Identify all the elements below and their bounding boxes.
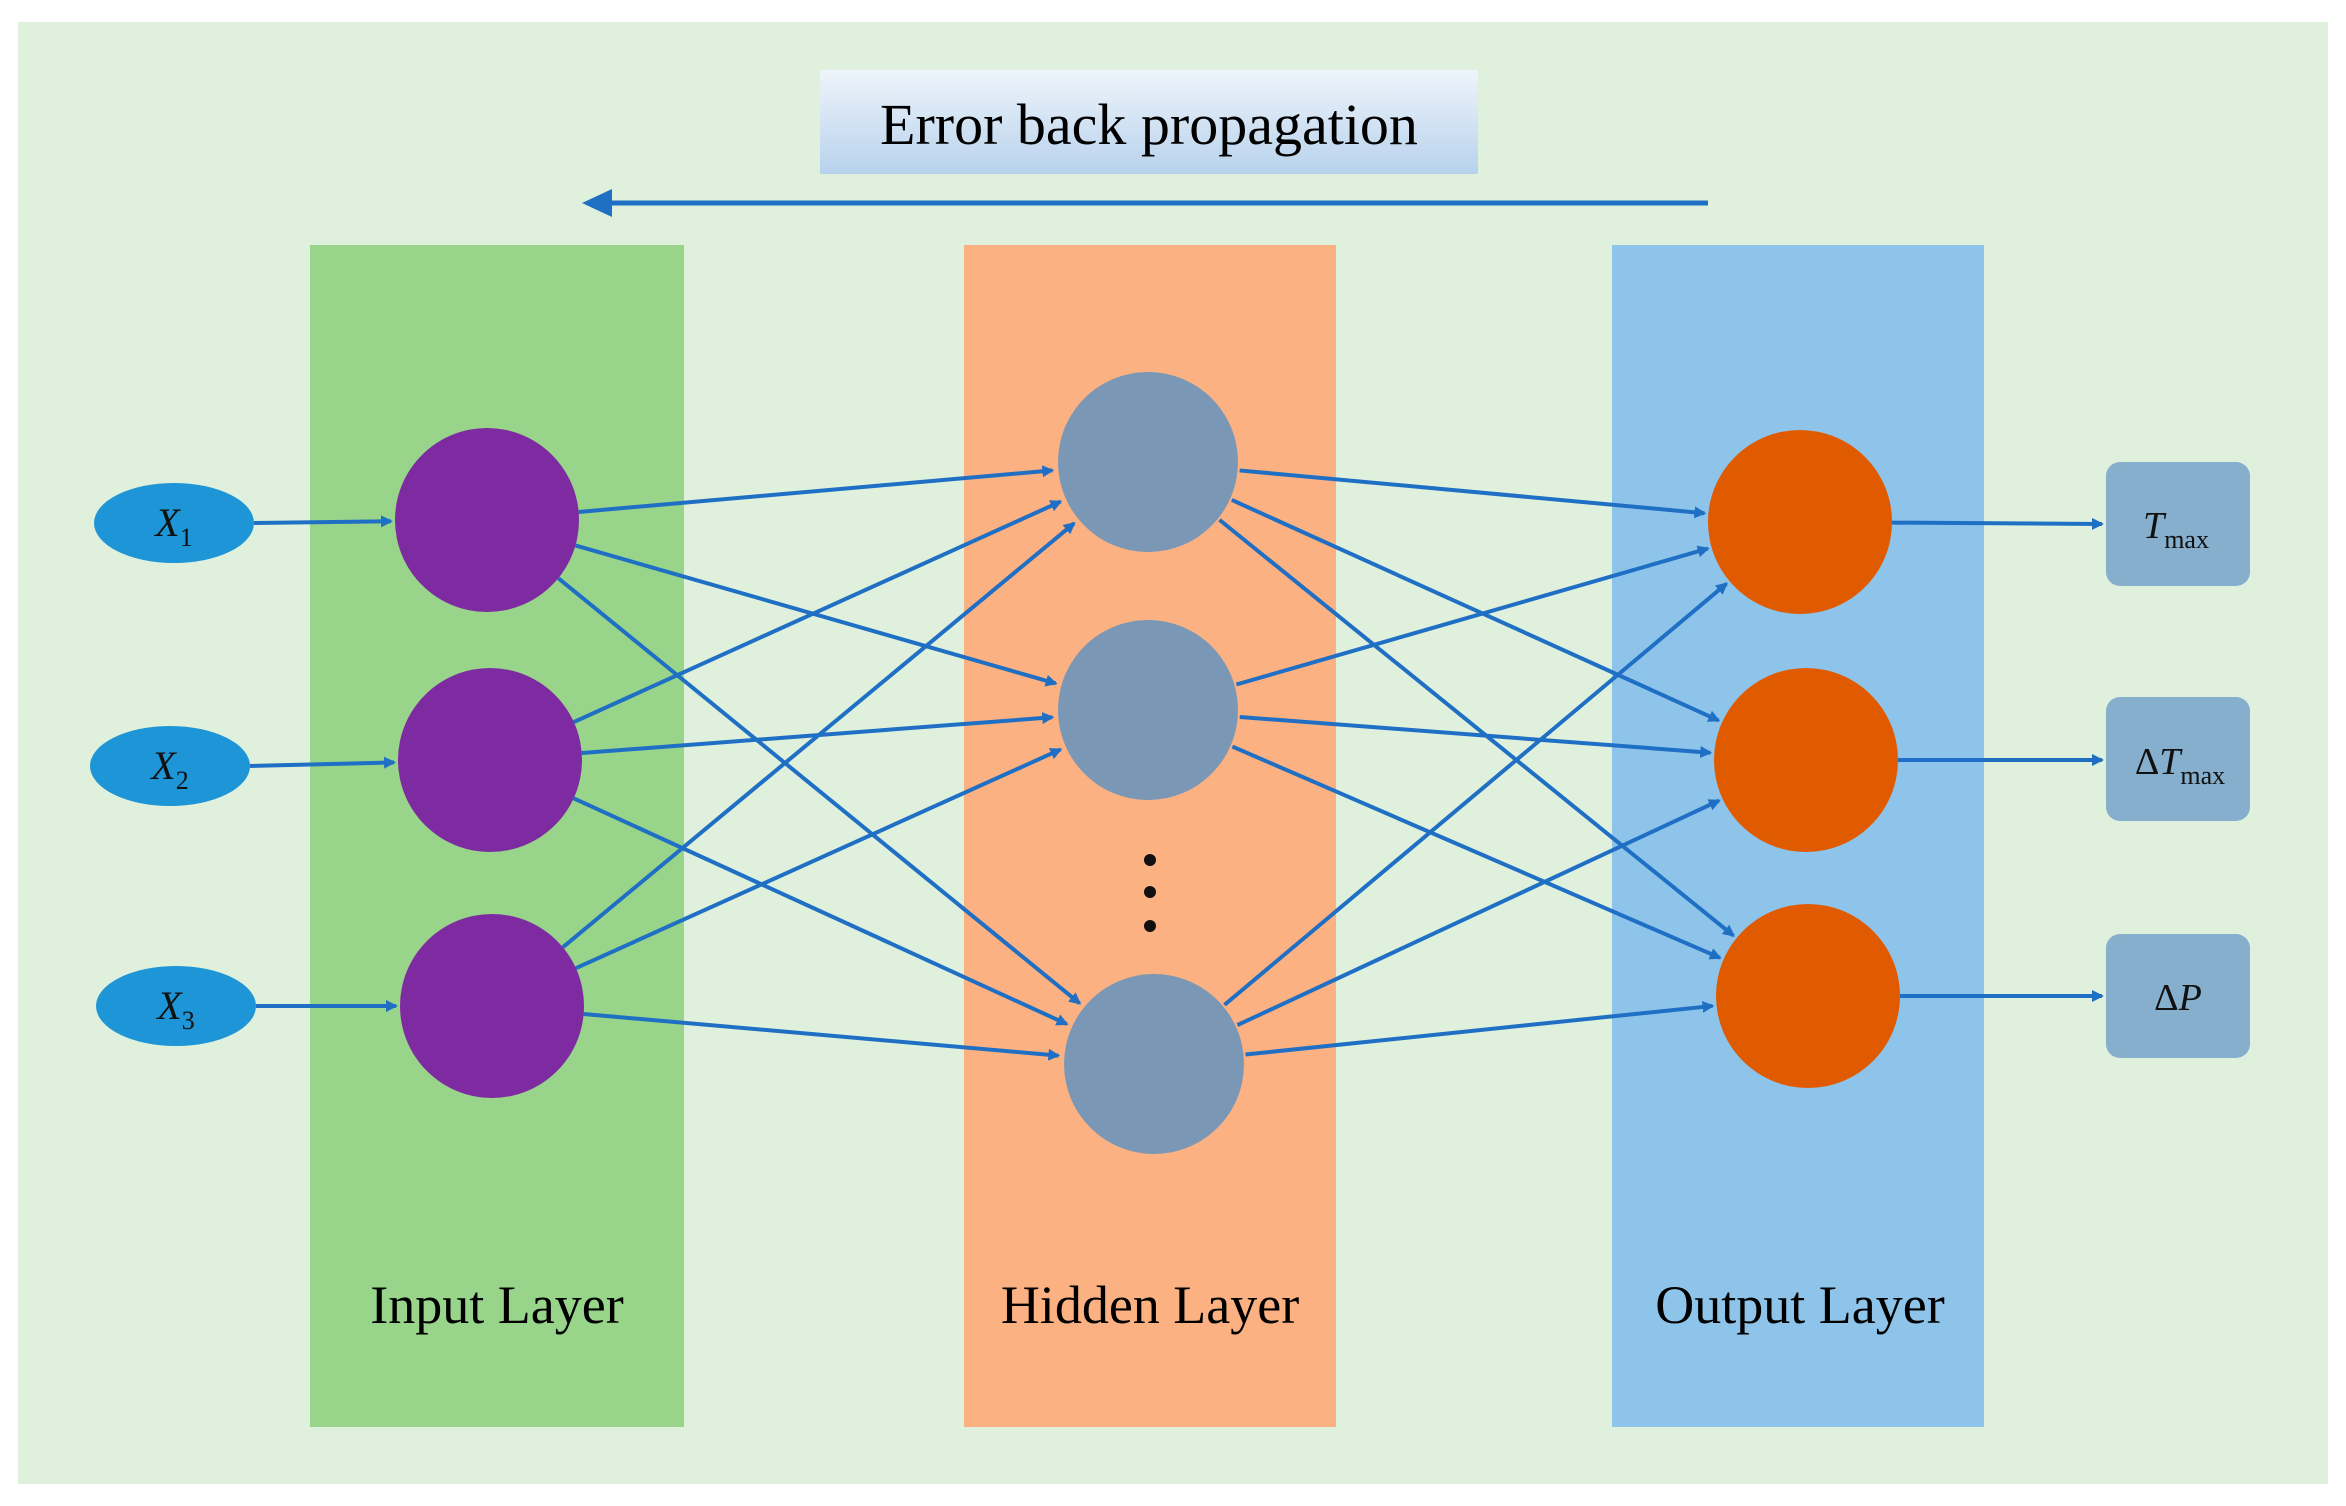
input-hidden-connection (578, 465, 1055, 514)
input-hidden-connection (557, 576, 1082, 1005)
svg-text:X3: X3 (155, 983, 194, 1035)
svg-text:X1: X1 (153, 500, 192, 552)
input-hidden-connection (561, 521, 1076, 949)
hidden-node-2 (1058, 620, 1238, 800)
input-x2: X2 (90, 726, 250, 806)
svg-text:Tmax: Tmax (2143, 505, 2209, 554)
output-node-3 (1716, 904, 1900, 1088)
input-x1: X1 (94, 483, 254, 563)
hidden-node-1 (1058, 372, 1238, 552)
output-layer-label: Output Layer (1655, 1275, 1944, 1335)
title-text: Error back propagation (880, 92, 1418, 157)
output-delta-p: ΔP (2106, 934, 2250, 1058)
connections (249, 465, 2104, 1061)
input-feed-arrow (253, 515, 394, 528)
input-node-2 (398, 668, 582, 852)
input-feed-arrow (249, 756, 397, 769)
hidden-output-connection (1223, 582, 1728, 1007)
svg-text:X2: X2 (149, 743, 188, 795)
hidden-ellipsis (1144, 854, 1156, 932)
hidden-output-connection (1230, 498, 1721, 723)
backprop-arrow-head (582, 189, 612, 217)
output-delta-tmax: ΔTmax (2106, 697, 2250, 821)
output-tmax: Tmax (2106, 462, 2250, 586)
input-layer-label: Input Layer (370, 1275, 623, 1335)
hidden-output-connection (1218, 518, 1735, 938)
hidden-node-n (1064, 974, 1244, 1154)
input-hidden-connection (572, 796, 1069, 1026)
svg-text:ΔTmax: ΔTmax (2135, 741, 2225, 790)
input-x3: X3 (96, 966, 256, 1046)
output-node-1 (1708, 430, 1892, 614)
input-hidden-connection (583, 1012, 1061, 1061)
input-node-3 (400, 914, 584, 1098)
output-node-2 (1714, 668, 1898, 852)
title-box: Error back propagation (820, 70, 1478, 174)
hidden-output-connection (1231, 744, 1722, 960)
hidden-output-connection (1245, 1000, 1715, 1057)
hidden-layer-label: Hidden Layer (1001, 1275, 1299, 1335)
hidden-output-connection (1236, 798, 1721, 1027)
input-node-1 (395, 428, 579, 612)
svg-text:ΔP: ΔP (2154, 977, 2202, 1019)
output-result-arrow (1891, 517, 2104, 530)
hidden-output-connection (1235, 545, 1710, 687)
hidden-output-connection (1239, 468, 1707, 519)
input-hidden-connection (575, 747, 1063, 970)
input-hidden-connection (572, 499, 1063, 724)
hidden-output-connection (1239, 714, 1713, 758)
